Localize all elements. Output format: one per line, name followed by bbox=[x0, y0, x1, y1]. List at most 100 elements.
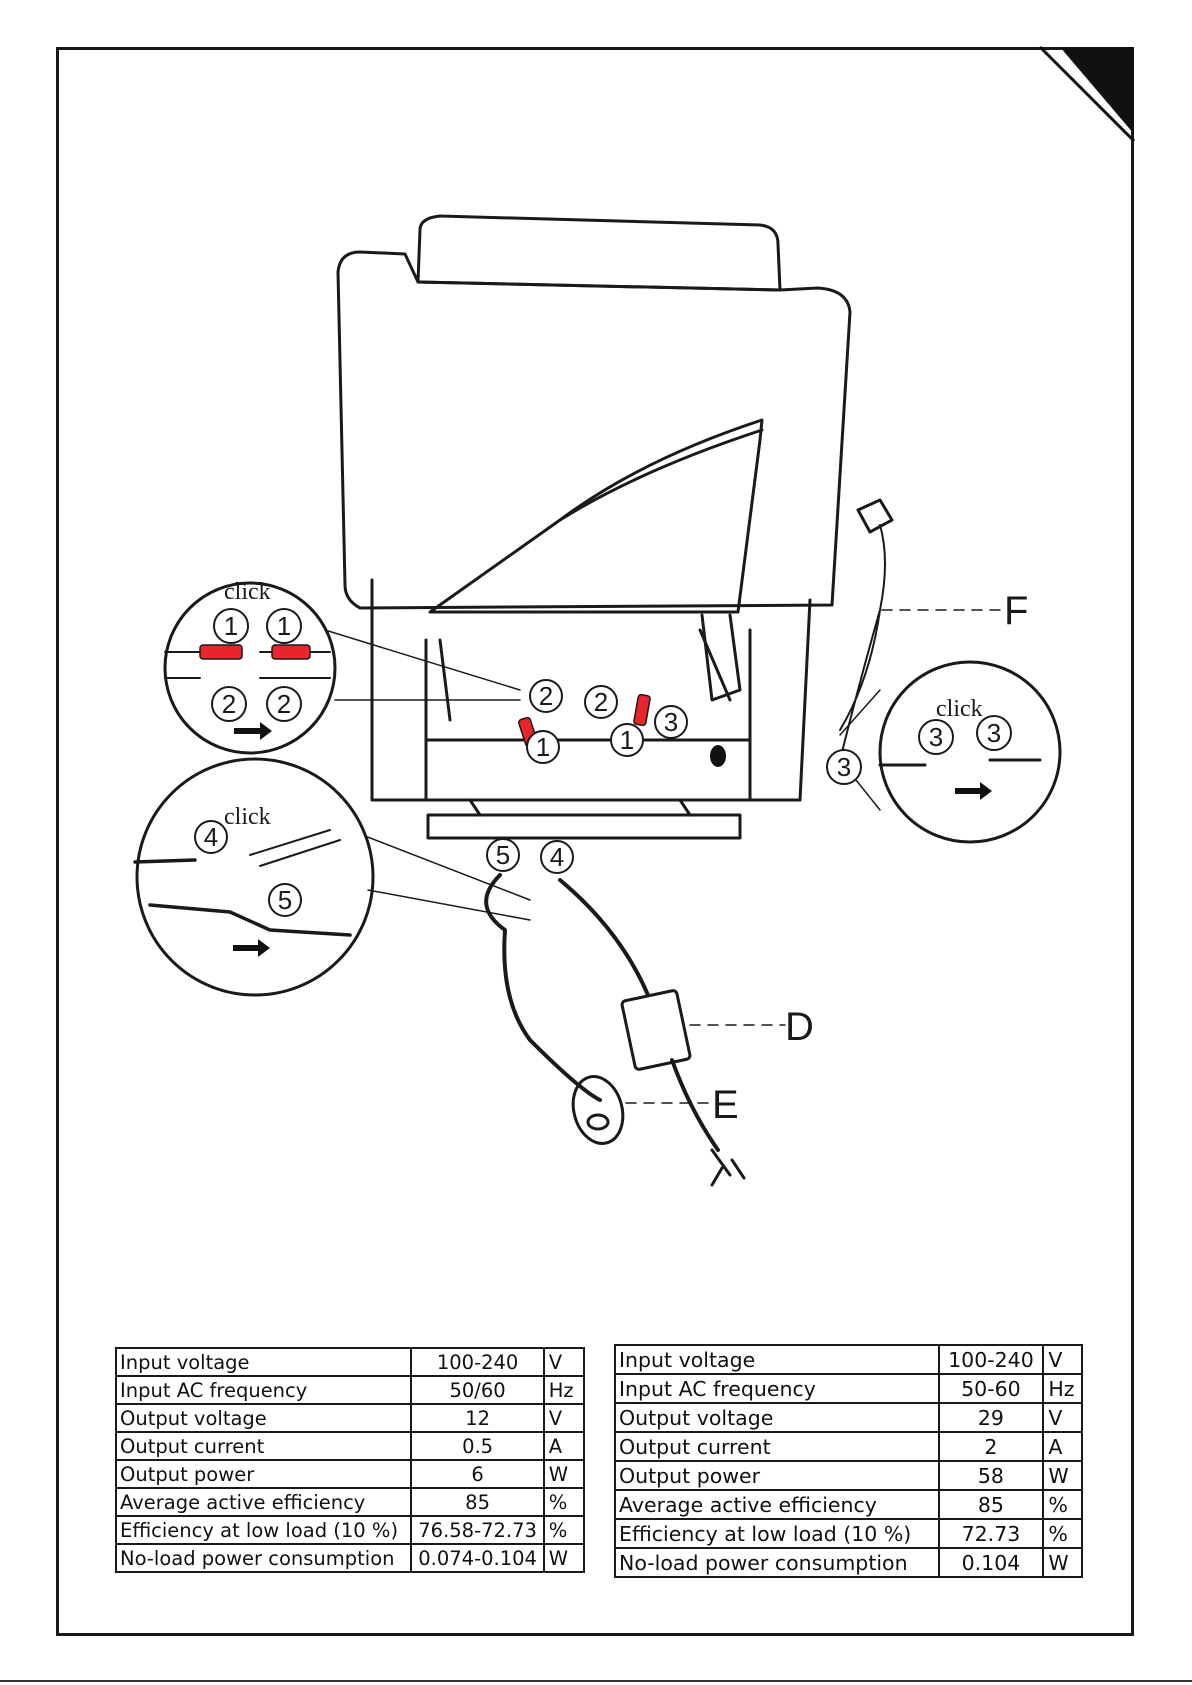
connector-number: 3 bbox=[987, 718, 1001, 748]
connector-number: 3 bbox=[837, 752, 851, 782]
connector-number: 2 bbox=[594, 687, 608, 717]
callout-E: E bbox=[712, 1083, 739, 1127]
spec-unit: % bbox=[542, 1487, 586, 1517]
arrow-right-icon bbox=[233, 939, 270, 957]
click-label: click bbox=[224, 579, 271, 605]
spec-label: No-load power consumption bbox=[114, 1543, 413, 1573]
connector-number: 1 bbox=[224, 611, 238, 641]
spec-label: Input voltage bbox=[614, 1344, 940, 1375]
spec-unit: W bbox=[542, 1543, 586, 1573]
spec-label: No-load power consumption bbox=[614, 1547, 940, 1578]
zoom-circle-bottom-left bbox=[135, 757, 375, 997]
spec-unit: Hz bbox=[542, 1375, 586, 1405]
spec-value: 85 bbox=[937, 1489, 1045, 1520]
spec-unit: W bbox=[1042, 1460, 1083, 1491]
connector-number: 4 bbox=[550, 842, 564, 872]
spec-value: 100-240 bbox=[410, 1347, 545, 1377]
click-label: click bbox=[224, 804, 271, 830]
spec-value: 0.104 bbox=[937, 1547, 1045, 1578]
connector-number: 1 bbox=[620, 725, 634, 755]
spec-value: 0.074-0.104 bbox=[410, 1543, 545, 1573]
assembly-diagram: 1 1 2 2 4 5 3 3 3 2 1 2 1 3 5 4 click cl… bbox=[133, 214, 1062, 1187]
spec-label: Input AC frequency bbox=[614, 1373, 940, 1404]
connector-number: 3 bbox=[929, 722, 943, 752]
spec-value: 100-240 bbox=[937, 1344, 1045, 1375]
spec-label: Efficiency at low load (10 %) bbox=[614, 1518, 940, 1549]
connector-number: 2 bbox=[277, 689, 291, 719]
spec-label: Output voltage bbox=[114, 1403, 413, 1433]
page-border bbox=[56, 47, 1134, 1636]
connector-number: 2 bbox=[222, 689, 236, 719]
red-connector-icon bbox=[271, 644, 311, 660]
spec-unit: V bbox=[1042, 1402, 1083, 1433]
spec-value: 2 bbox=[937, 1431, 1045, 1462]
spec-label: Output power bbox=[614, 1460, 940, 1491]
page-bottom-rule bbox=[0, 1680, 1192, 1682]
corner-tab-icon bbox=[1038, 45, 1136, 143]
click-label: click bbox=[936, 696, 983, 722]
connector-number: 3 bbox=[664, 707, 678, 737]
cable-E bbox=[484, 873, 602, 1102]
arrow-right-icon bbox=[234, 722, 272, 740]
red-connector-icon bbox=[199, 644, 243, 660]
zoom-circle-top-left bbox=[163, 581, 337, 755]
spec-value: 12 bbox=[410, 1403, 545, 1433]
control-box-D bbox=[620, 989, 692, 1071]
zoom-circle-right bbox=[878, 660, 1062, 844]
connector-number: 1 bbox=[277, 611, 291, 641]
spec-label: Output voltage bbox=[614, 1402, 940, 1433]
spec-value: 6 bbox=[410, 1459, 545, 1489]
spec-value: 76.58-72.73 bbox=[410, 1515, 545, 1545]
spec-value: 50-60 bbox=[937, 1373, 1045, 1404]
connector-number: 5 bbox=[278, 885, 292, 915]
spec-unit: % bbox=[1042, 1518, 1083, 1549]
spec-unit: % bbox=[1042, 1489, 1083, 1520]
connector-number: 2 bbox=[539, 681, 553, 711]
hand-remote-E bbox=[571, 1075, 625, 1145]
connector-number: 1 bbox=[536, 732, 550, 762]
arrow-right-icon bbox=[955, 782, 992, 800]
spec-value: 29 bbox=[937, 1402, 1045, 1433]
spec-row: Efficiency at low load (10 %)76.58-72.73… bbox=[114, 1515, 586, 1545]
adapter-F bbox=[856, 498, 894, 534]
spec-unit: V bbox=[1042, 1344, 1083, 1375]
spec-label: Output power bbox=[114, 1459, 413, 1489]
chair-backrest bbox=[336, 250, 852, 610]
spec-unit: W bbox=[542, 1459, 586, 1489]
spec-unit: A bbox=[1042, 1431, 1083, 1462]
spec-label: Input AC frequency bbox=[114, 1375, 413, 1405]
arrow-icons bbox=[233, 722, 992, 957]
spec-label: Input voltage bbox=[114, 1347, 413, 1377]
chair-back-flap bbox=[428, 418, 764, 614]
cable-D bbox=[558, 878, 650, 997]
power-plug bbox=[710, 1148, 746, 1187]
spec-value: 0.5 bbox=[410, 1431, 545, 1461]
connector-number: 4 bbox=[204, 822, 218, 852]
spec-value: 50/60 bbox=[410, 1375, 545, 1405]
spec-value: 85 bbox=[410, 1487, 545, 1517]
spec-row: Efficiency at low load (10 %)72.73% bbox=[614, 1518, 1083, 1549]
spec-unit: V bbox=[542, 1347, 586, 1377]
spec-unit: Hz bbox=[1042, 1373, 1083, 1404]
spec-unit: W bbox=[1042, 1547, 1083, 1578]
spec-label: Output current bbox=[614, 1431, 940, 1462]
spec-label: Average active efficiency bbox=[114, 1487, 413, 1517]
spec-unit: V bbox=[542, 1403, 586, 1433]
spec-value: 58 bbox=[937, 1460, 1045, 1491]
chair-headrest bbox=[416, 214, 782, 292]
